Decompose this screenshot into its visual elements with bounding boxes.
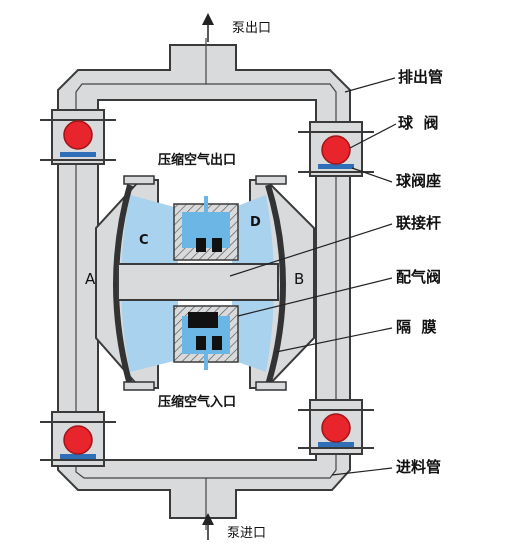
valve-bottom-left (40, 411, 116, 467)
air-valve-upper (173, 196, 239, 261)
air-valve-lower (173, 305, 239, 370)
ball-valve-seat (60, 152, 96, 157)
diaphragm-label: 隔 膜 (396, 318, 437, 336)
chamber-a-label: A (85, 270, 96, 288)
chamber-d-label: D (250, 215, 261, 230)
ball-valve (63, 120, 93, 150)
pump-inlet-label: 泵进口 (227, 526, 267, 541)
chamber-b-label: B (294, 270, 305, 288)
valve-bottom-right (298, 399, 374, 455)
chamber-c-label: C (139, 233, 149, 248)
feed-pipe-label: 进料管 (396, 458, 442, 476)
ball-valve-seat (318, 164, 354, 169)
ball-valve (63, 425, 93, 455)
air-outlet-label: 压缩空气出口 (158, 153, 237, 168)
pump-outlet-label: 泵出口 (232, 21, 272, 36)
left-diaphragm (113, 184, 133, 386)
connecting-rod (117, 263, 279, 301)
leader-lines (229, 77, 397, 476)
ball-valve-label: 球 阀 (398, 114, 439, 132)
ball-valve-seat (60, 454, 96, 459)
air-valve-label: 配气阀 (396, 268, 442, 286)
flow-path (75, 38, 207, 530)
air-inlet-label: 压缩空气入口 (158, 395, 237, 410)
ball-valve (321, 413, 351, 443)
valve-top-right (298, 121, 374, 177)
ball-valve-seat-label: 球阀座 (396, 172, 442, 190)
discharge-pipe-label: 排出管 (398, 68, 444, 86)
connecting-rod-label: 联接杆 (396, 214, 442, 232)
ball-valve (321, 135, 351, 165)
ball-valve-seat (318, 442, 354, 447)
right-diaphragm (265, 184, 286, 386)
valve-top-left (40, 109, 116, 165)
